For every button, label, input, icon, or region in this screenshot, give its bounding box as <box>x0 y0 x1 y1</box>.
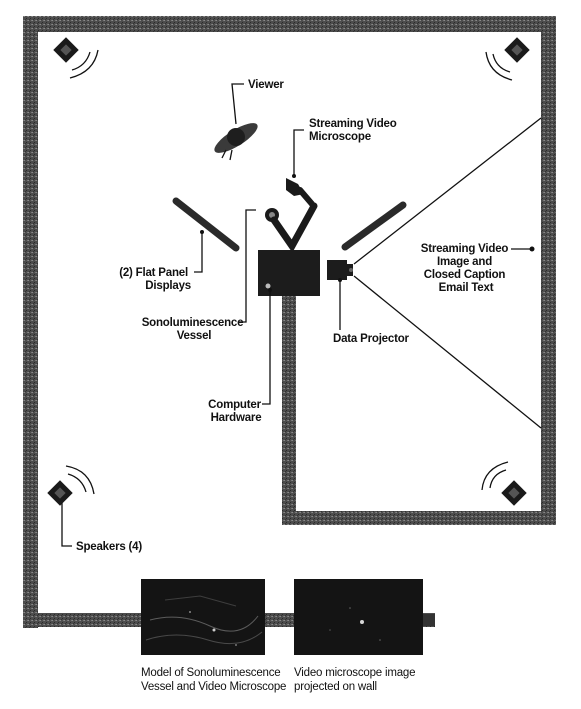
caption-left: Model of Sonoluminescence Vessel and Vid… <box>141 667 286 693</box>
speaker-icon <box>53 37 79 63</box>
label-data-projector: Data Projector <box>333 333 410 345</box>
label-speakers: Speakers (4) <box>76 541 142 553</box>
speakers-leader <box>61 503 72 547</box>
wall-right <box>541 16 556 524</box>
microscope-icon <box>265 178 318 253</box>
speaker-icon <box>501 480 527 506</box>
vessel-leader <box>238 209 256 323</box>
caption-right: Video microscope image projected on wall <box>294 667 418 693</box>
speaker-bottom-left <box>47 465 95 506</box>
wall-top <box>23 16 556 32</box>
label-streaming-microscope: Streaming Video Microscope <box>309 118 400 143</box>
room-walls <box>23 16 556 628</box>
projection-beam-bottom <box>353 275 542 429</box>
wall-left <box>23 16 38 628</box>
projector-icon <box>327 260 353 280</box>
microscope-leader <box>293 129 304 176</box>
viewer-leader <box>231 83 244 125</box>
partition-horizontal <box>282 511 556 525</box>
projection-beam-top <box>353 117 542 265</box>
label-flat-panels: (2) Flat Panel Displays <box>119 267 191 292</box>
label-computer-hardware: Computer Hardware <box>208 399 264 424</box>
label-viewer: Viewer <box>248 79 284 91</box>
computer-hardware-box <box>258 250 320 296</box>
speaker-top-left <box>53 37 99 79</box>
hardware-leader <box>262 290 271 405</box>
wall-bottom-cap <box>423 614 435 626</box>
viewer-figure-icon <box>214 123 258 161</box>
partition-vertical <box>282 296 296 525</box>
flat-panel-leader <box>194 232 203 273</box>
flat-panel-left <box>172 197 240 252</box>
flat-panel-right <box>341 201 407 251</box>
speaker-top-right <box>485 37 530 81</box>
speaker-icon <box>47 480 73 506</box>
speaker-bottom-right <box>481 461 527 506</box>
label-sono-vessel: Sonoluminescence Vessel <box>142 317 247 342</box>
photo-projected-image <box>294 579 423 655</box>
speaker-icon <box>504 37 530 63</box>
label-streaming-image: Streaming Video Image and Closed Caption… <box>421 243 512 294</box>
photo-vessel-model <box>141 579 265 655</box>
